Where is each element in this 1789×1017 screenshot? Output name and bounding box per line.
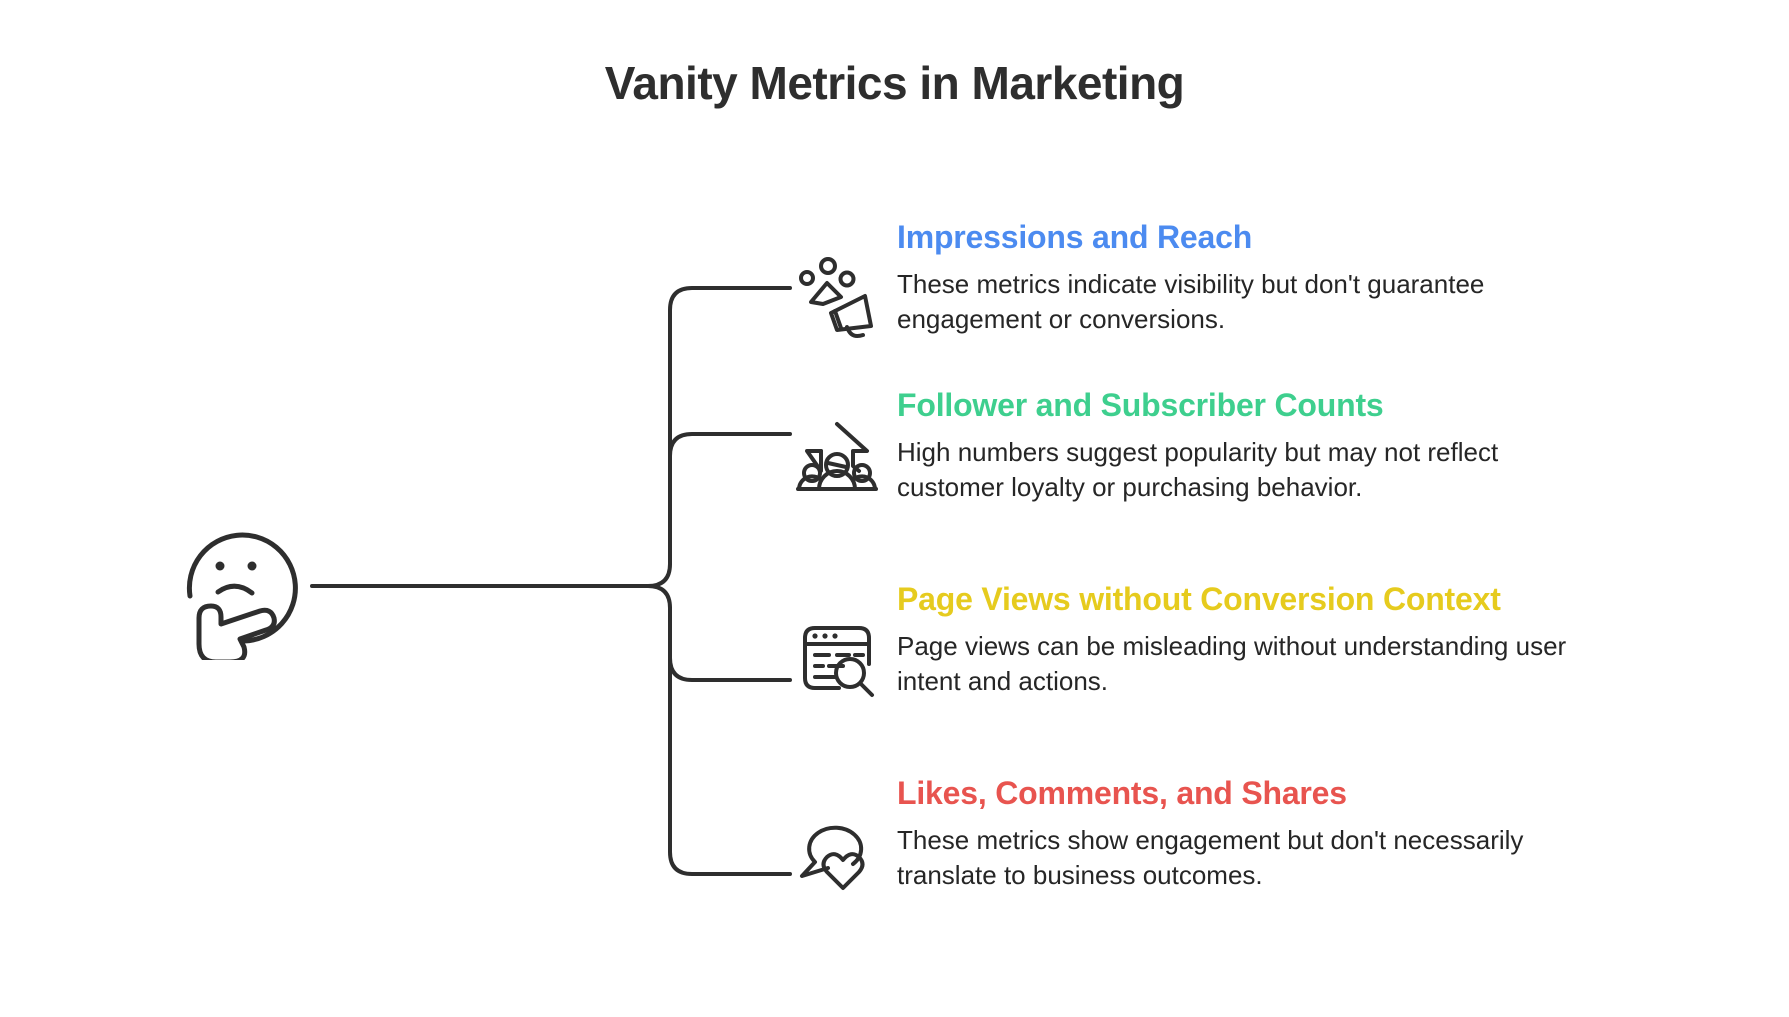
branch-description-0: These metrics indicate visibility but do… bbox=[897, 269, 1485, 335]
branch-heading-1: Follower and Subscriber Counts bbox=[897, 387, 1384, 423]
branch-item[interactable]: Likes, Comments, and Shares These metric… bbox=[795, 774, 1555, 894]
branch-heading-0: Impressions and Reach bbox=[897, 219, 1253, 255]
root-node bbox=[168, 510, 318, 665]
comment-heart-icon bbox=[800, 825, 865, 890]
branch-heading-2: Page Views without Conversion Context bbox=[897, 581, 1501, 617]
branch-description-3: These metrics show engagement but don't … bbox=[897, 825, 1524, 891]
branch-line-4 bbox=[668, 606, 792, 876]
branch-icon-0 bbox=[795, 256, 879, 340]
branch-item[interactable]: Follower and Subscriber Counts High numb… bbox=[795, 386, 1525, 506]
branch-body-1: Follower and Subscriber Counts High numb… bbox=[897, 386, 1525, 506]
thinking-face-icon bbox=[186, 532, 298, 665]
branch-line-1 bbox=[646, 286, 792, 588]
branch-heading-3: Likes, Comments, and Shares bbox=[897, 775, 1347, 811]
megaphone-confetti-icon bbox=[799, 257, 873, 338]
branch-body-2: Page Views without Conversion Context Pa… bbox=[897, 580, 1595, 700]
branch-body-0: Impressions and Reach These metrics indi… bbox=[897, 218, 1525, 338]
audience-growth-icon bbox=[796, 422, 878, 491]
branch-item[interactable]: Page Views without Conversion Context Pa… bbox=[795, 580, 1595, 700]
branch-description-2: Page views can be misleading without und… bbox=[897, 631, 1567, 697]
branch-line-3 bbox=[668, 606, 792, 682]
branch-icon-3 bbox=[795, 810, 879, 894]
branch-line-2 bbox=[668, 432, 792, 566]
browser-search-icon bbox=[803, 626, 874, 697]
branch-icon-1 bbox=[795, 418, 879, 502]
branch-item[interactable]: Impressions and Reach These metrics indi… bbox=[795, 218, 1525, 340]
branch-body-3: Likes, Comments, and Shares These metric… bbox=[897, 774, 1555, 894]
branch-description-1: High numbers suggest popularity but may … bbox=[897, 437, 1499, 503]
branch-icon-2 bbox=[795, 616, 879, 700]
page-title: Vanity Metrics in Marketing bbox=[604, 57, 1185, 109]
spine-joint bbox=[646, 584, 672, 610]
